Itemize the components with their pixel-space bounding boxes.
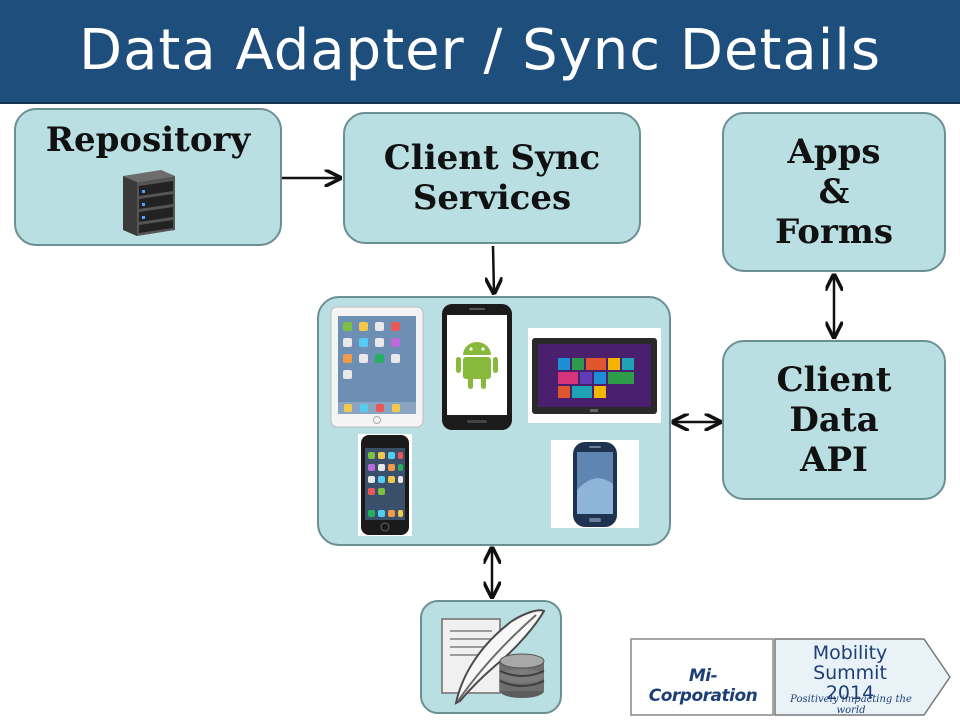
server-icon (123, 170, 175, 237)
sqlite-database-icon (441, 609, 546, 705)
client-data-api-line3: API (800, 440, 868, 481)
logo-background (630, 638, 951, 716)
repository-box: Repository (14, 108, 282, 246)
client-sync-line2: Services (412, 178, 572, 218)
client-data-api-line2: Data (789, 399, 879, 440)
apps-forms-line3: Forms (775, 212, 893, 253)
slide-title: Data Adapter / Sync Details (78, 18, 882, 83)
ipad-device-icon (330, 306, 424, 428)
iphone-device-icon (358, 434, 412, 536)
android-phone-icon (442, 304, 512, 430)
logo-event-line1: Mobility Summit (812, 642, 888, 684)
logo-brand: Mi-Corporation (648, 666, 758, 706)
windows-tablet-icon (528, 328, 661, 423)
logo-event: Mobility Summit 2014 (776, 642, 924, 704)
apps-forms-line1: Apps (787, 131, 881, 172)
apps-forms-line2: & (818, 171, 850, 212)
mobility-summit-logo: Mi-Corporation Mobility Summit 2014 Posi… (630, 638, 952, 716)
repository-label: Repository (45, 120, 251, 160)
client-sync-services-box: Client Sync Services (343, 112, 641, 244)
client-data-api-line1: Client (776, 359, 892, 400)
client-data-api-box: Client Data API (722, 340, 946, 500)
local-database-box (420, 600, 562, 714)
galaxy-phone-icon (551, 440, 639, 528)
title-bar: Data Adapter / Sync Details (0, 0, 960, 104)
client-sync-line1: Client Sync (383, 137, 601, 178)
logo-tagline: Positively impacting the world (790, 694, 912, 716)
apps-forms-box: Apps & Forms (722, 112, 946, 272)
arrow-sync-to-devices (493, 245, 494, 293)
logo-event-year: 2014 (825, 681, 875, 704)
